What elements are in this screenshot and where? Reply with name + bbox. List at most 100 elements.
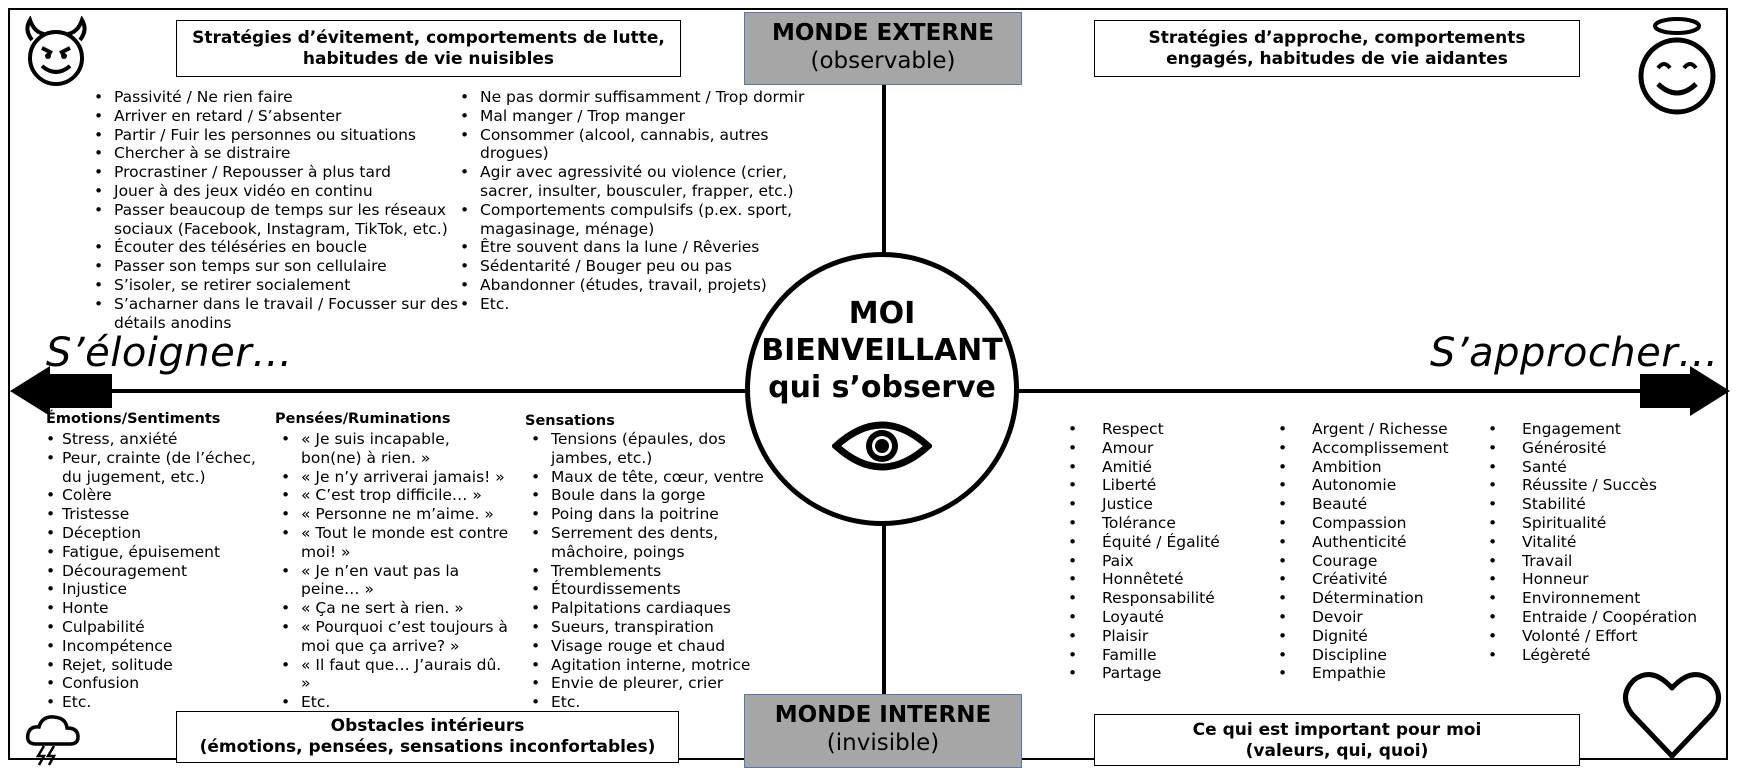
list-item: Etc. (275, 693, 515, 712)
list-item: Équité / Égalité (1064, 533, 1264, 552)
internal-world-box: MONDE INTERNE (invisible) (744, 694, 1022, 768)
list-item: Honneur (1484, 570, 1704, 589)
list-item: Injustice (46, 580, 276, 599)
list-item: Etc. (46, 693, 276, 712)
storm-cloud-icon (25, 715, 80, 766)
internal-world-title: MONDE INTERNE (774, 702, 992, 728)
emotions-list: Stress, anxiétéPeur, crainte (de l’échec… (46, 430, 276, 712)
external-world-title: MONDE EXTERNE (771, 20, 994, 46)
list-item: Autonomie (1274, 476, 1474, 495)
list-item: Plaisir (1064, 627, 1264, 646)
list-item: « Tout le monde est contre moi! » (275, 524, 515, 562)
list-item: Comportements compulsifs (p.ex. sport, m… (454, 201, 809, 239)
avoidance-list-2: Ne pas dormir suffisamment / Trop dormir… (454, 88, 809, 314)
list-item: « Je n’y arriverai jamais! » (275, 468, 515, 487)
list-item: Être souvent dans la lune / Rêveries (454, 238, 809, 257)
list-item: Paix (1064, 552, 1264, 571)
list-item: Argent / Richesse (1274, 420, 1474, 439)
avoidance-list-1: Passivité / Ne rien faireArriver en reta… (88, 88, 458, 332)
list-item: Consommer (alcool, cannabis, autres drog… (454, 126, 809, 164)
list-item: Authenticité (1274, 533, 1474, 552)
list-item: Partir / Fuir les personnes ou situation… (88, 126, 458, 145)
values-list-1: RespectAmourAmitiéLibertéJusticeToléranc… (1064, 420, 1264, 683)
list-item: Écouter des téléséries en boucle (88, 238, 458, 257)
list-item: Responsabilité (1064, 589, 1264, 608)
list-item: Confusion (46, 674, 276, 693)
list-item: Devoir (1274, 608, 1474, 627)
external-world-subtitle: (observable) (810, 48, 956, 74)
list-item: Générosité (1484, 439, 1704, 458)
sensations-list: Tensions (épaules, dos jambes, etc.)Maux… (525, 430, 770, 712)
list-item: Entraide / Coopération (1484, 608, 1704, 627)
list-item: « Il faut que… J’aurais dû. » (275, 656, 515, 694)
list-item: Etc. (454, 295, 809, 314)
list-item: Tremblements (525, 562, 770, 581)
list-item: Tolérance (1064, 514, 1264, 533)
list-item: Agitation interne, motrice (525, 656, 770, 675)
values-list-3: EngagementGénérositéSantéRéussite / Succ… (1484, 420, 1704, 664)
right-arrow-label: S’approcher… (1430, 330, 1719, 376)
list-item: « C’est trop difficile… » (275, 486, 515, 505)
list-item: Palpitations cardiaques (525, 599, 770, 618)
list-item: Culpabilité (46, 618, 276, 637)
values-box-subtitle: (valeurs, qui, quoi) (1245, 741, 1429, 761)
list-item: Stabilité (1484, 495, 1704, 514)
right-arrow (1640, 366, 1730, 416)
list-item: Compassion (1274, 514, 1474, 533)
left-arrow-label: S’éloigner… (46, 330, 293, 376)
list-item: Étourdissements (525, 580, 770, 599)
list-item: Agir avec agressivité ou violence (crier… (454, 163, 809, 201)
list-item: Loyauté (1064, 608, 1264, 627)
list-item: Procrastiner / Repousser à plus tard (88, 163, 458, 182)
eye-icon (830, 421, 934, 471)
center-line-2: BIENVEILLANT (761, 333, 1003, 368)
list-item: Respect (1064, 420, 1264, 439)
list-item: Passer beaucoup de temps sur les réseaux… (88, 201, 458, 239)
list-item: Amour (1064, 439, 1264, 458)
list-item: Colère (46, 486, 276, 505)
list-item: Boule dans la gorge (525, 486, 770, 505)
emotions-heading: Émotions/Sentiments (46, 411, 221, 427)
list-item: « Je suis incapable, bon(ne) à rien. » (275, 430, 515, 468)
external-world-box: MONDE EXTERNE (observable) (744, 12, 1022, 85)
list-item: Beauté (1274, 495, 1474, 514)
list-item: Volonté / Effort (1484, 627, 1704, 646)
left-arrow (10, 366, 112, 416)
internal-world-subtitle: (invisible) (826, 730, 940, 756)
list-item: Chercher à se distraire (88, 144, 458, 163)
angel-icon (1638, 17, 1716, 115)
list-item: « Pourquoi c’est toujours à moi que ça a… (275, 618, 515, 656)
approach-box: Stratégies d’approche, comportements eng… (1094, 20, 1580, 77)
list-item: S’isoler, se retirer socialement (88, 276, 458, 295)
list-item: Légèreté (1484, 646, 1704, 665)
list-item: « Ça ne sert à rien. » (275, 599, 515, 618)
list-item: Serrement des dents, mâchoire, poings (525, 524, 770, 562)
list-item: Accomplissement (1274, 439, 1474, 458)
list-item: « Je n’en vaut pas la peine… » (275, 562, 515, 600)
list-item: Famille (1064, 646, 1264, 665)
list-item: Liberté (1064, 476, 1264, 495)
list-item: Discipline (1274, 646, 1474, 665)
center-line-1: MOI (848, 296, 916, 331)
list-item: Partage (1064, 664, 1264, 683)
values-box: Ce qui est important pour moi (valeurs, … (1094, 714, 1580, 766)
list-item: Passivité / Ne rien faire (88, 88, 458, 107)
list-item: Spiritualité (1484, 514, 1704, 533)
inner-obstacles-subtitle: (émotions, pensées, sensations inconfort… (199, 737, 656, 757)
list-item: Passer son temps sur son cellulaire (88, 257, 458, 276)
list-item: Déception (46, 524, 276, 543)
list-item: Tensions (épaules, dos jambes, etc.) (525, 430, 770, 468)
list-item: Dignité (1274, 627, 1474, 646)
list-item: Honte (46, 599, 276, 618)
list-item: Détermination (1274, 589, 1474, 608)
list-item: Ne pas dormir suffisamment / Trop dormir (454, 88, 809, 107)
list-item: Sédentarité / Bouger peu ou pas (454, 257, 809, 276)
list-item: Sueurs, transpiration (525, 618, 770, 637)
list-item: Courage (1274, 552, 1474, 571)
heart-icon (1623, 672, 1721, 759)
list-item: Stress, anxiété (46, 430, 276, 449)
values-list-2: Argent / RichesseAccomplissementAmbition… (1274, 420, 1474, 683)
list-item: Maux de tête, cœur, ventre (525, 468, 770, 487)
